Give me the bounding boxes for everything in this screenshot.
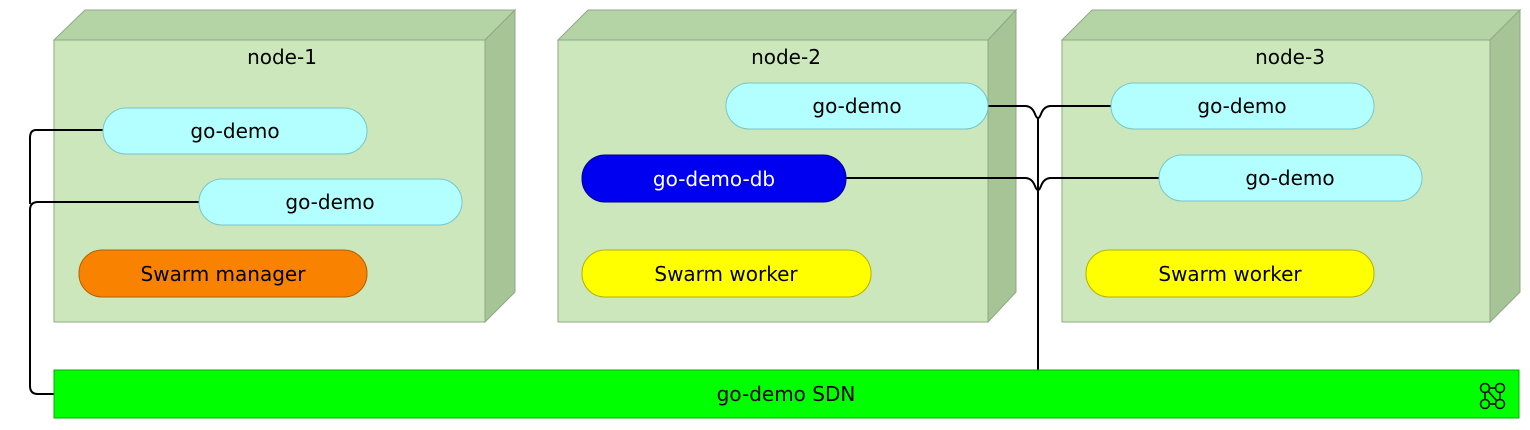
node-2-service-pill[interactable]: go-demo — [725, 82, 989, 130]
sdn-label: go-demo SDN — [717, 382, 856, 406]
conn-node1-service-b — [29, 201, 199, 395]
node-2-db-label: go-demo-db — [653, 167, 775, 191]
connection-lines — [29, 105, 1159, 395]
node-1-service-a-pill[interactable]: go-demo — [102, 107, 368, 155]
sdn-bar[interactable]: go-demo SDN — [53, 369, 1520, 419]
node-3-role-label: Swarm worker — [1158, 262, 1302, 286]
node-3-service-a-label: go-demo — [1197, 94, 1286, 118]
node-3-service-b-label: go-demo — [1245, 166, 1334, 190]
conn-node1-service-a — [29, 129, 103, 204]
network-mesh-icon — [1479, 382, 1506, 410]
node-2-role-label: Swarm worker — [654, 262, 798, 286]
node-3-service-a-pill[interactable]: go-demo — [1110, 82, 1375, 130]
node-2-db-pill[interactable]: go-demo-db — [581, 154, 847, 203]
node-3-service-b-pill[interactable]: go-demo — [1158, 154, 1423, 202]
node-2-service-label: go-demo — [812, 94, 901, 118]
node-3-role-pill[interactable]: Swarm worker — [1085, 249, 1375, 298]
node-1-title: node-1 — [247, 45, 317, 69]
node-2-title: node-2 — [751, 45, 821, 69]
node-1-service-a-label: go-demo — [190, 119, 279, 143]
node-1-role-label: Swarm manager — [141, 262, 307, 286]
node-2-role-pill[interactable]: Swarm worker — [581, 249, 872, 298]
node-1-service-b-pill[interactable]: go-demo — [198, 178, 463, 226]
node-3-title: node-3 — [1255, 45, 1325, 69]
node-1-service-b-label: go-demo — [285, 190, 374, 214]
node-1-role-pill[interactable]: Swarm manager — [78, 249, 368, 298]
